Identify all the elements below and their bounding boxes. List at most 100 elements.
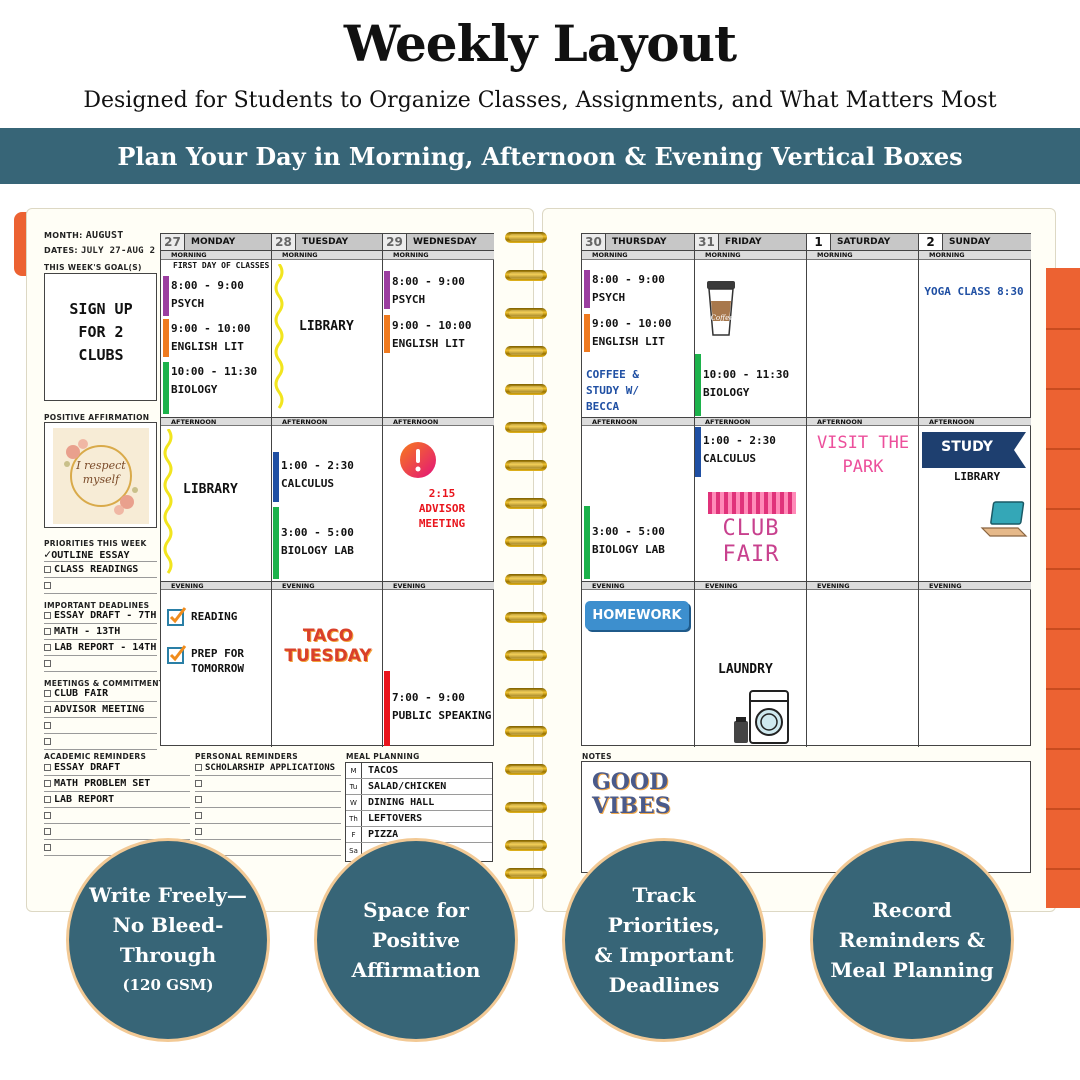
list-item: MATH - 13TH (44, 624, 157, 640)
checkbox-icon[interactable] (44, 581, 51, 589)
feature-text: (120 GSM) (122, 976, 214, 994)
class-color-bar (584, 314, 590, 352)
feature-text: No Bleed-Through (112, 913, 224, 967)
feature-text: Deadlines (608, 973, 720, 997)
checkbox-icon[interactable] (195, 811, 202, 819)
time-text: 1:00 - 2:30 (281, 459, 354, 472)
checkbox-icon[interactable] (195, 779, 202, 787)
checkbox-icon[interactable] (44, 795, 51, 803)
feature-text: Affirmation (351, 958, 481, 982)
class-color-bar (384, 671, 390, 746)
class-color-bar (384, 271, 390, 309)
day-name: SUNDAY (949, 237, 991, 247)
class-text: BIOLOGY (171, 383, 218, 396)
class-color-bar (163, 319, 169, 357)
reminder-text: LAB REPORT (54, 794, 115, 805)
day-name: SATURDAY (837, 237, 891, 247)
class-color-bar (695, 354, 701, 416)
class-color-bar (273, 507, 279, 579)
deadline-text: ESSAY DRAFT - 7TH (54, 610, 157, 621)
class-color-bar (695, 427, 701, 477)
time-text: 9:00 - 10:00 (392, 319, 472, 332)
meal-text: TACOS (368, 765, 399, 776)
deadline-text: MATH - 13TH (54, 626, 121, 637)
coffee-label: Coffee (710, 314, 734, 322)
reminder-text: ESSAY DRAFT (54, 762, 121, 773)
checkbox-icon[interactable] (44, 611, 51, 619)
class-text: BIOLOGY LAB (281, 544, 354, 557)
list-item: CLUB FAIR (44, 686, 157, 702)
checkbox-icon[interactable] (44, 627, 51, 635)
time-text: 10:00 - 11:30 (703, 368, 790, 381)
meal-day: Tu (346, 779, 362, 794)
page-title: Weekly Layout (343, 14, 737, 73)
checkbox-icon[interactable] (195, 827, 202, 835)
list-item: LAB REPORT (44, 792, 190, 808)
checkbox-icon[interactable] (195, 764, 202, 771)
band-evening: EVENING (582, 581, 695, 590)
time-text: 8:00 - 9:00 (392, 275, 465, 288)
checkbox-icon[interactable] (44, 811, 51, 819)
priority-text: CLASS READINGS (54, 564, 139, 575)
band-evening: EVENING (919, 581, 1031, 590)
checkbox-icon[interactable] (44, 689, 51, 697)
checkbox-icon[interactable] (44, 643, 51, 651)
list-item (44, 718, 157, 734)
time-text: 9:00 - 10:00 (592, 317, 672, 330)
day-name: THURSDAY (612, 237, 667, 247)
priorities-label: PRIORITIES THIS WEEK (44, 539, 147, 548)
list-item (195, 824, 341, 840)
goals-box: SIGN UP FOR 2 CLUBS (44, 273, 157, 401)
band-evening: EVENING (383, 581, 494, 590)
feature-circle-paper: Write Freely—No Bleed-Through(120 GSM) (66, 838, 270, 1042)
right-page-tabs (1046, 268, 1080, 908)
dates-label: DATES: (44, 246, 78, 255)
checkbox-icon[interactable] (44, 779, 51, 787)
list-item (44, 578, 157, 594)
deadlines-list: ESSAY DRAFT - 7TH MATH - 13TH LAB REPORT… (44, 608, 157, 672)
day-name: TUESDAY (302, 237, 349, 247)
goals-text: SIGN UP FOR 2 CLUBS (69, 300, 133, 364)
sunday-morning: YOGA CLASS 8:30 (924, 285, 1024, 298)
checkbox-icon[interactable] (44, 659, 51, 667)
club-fair-pattern (708, 492, 796, 514)
class-color-bar (384, 315, 390, 353)
checkbox-icon[interactable] (44, 763, 51, 771)
monday-e1: READING (191, 610, 238, 623)
checkbox-icon[interactable] (44, 737, 51, 745)
feature-text: Meal Planning (830, 958, 994, 982)
tuesday-morning: LIBRARY (299, 319, 354, 334)
class-color-bar (273, 452, 279, 502)
time-text: 3:00 - 5:00 (281, 526, 354, 539)
band-evening: EVENING (161, 581, 272, 590)
time-text: 10:00 - 11:30 (171, 365, 258, 378)
band-evening: EVENING (807, 581, 919, 590)
checkbox-icon[interactable] (44, 565, 51, 573)
day-number: 2 (919, 234, 943, 250)
list-item (195, 776, 341, 792)
meal-day: Th (346, 811, 362, 826)
table-row: M TACOS (346, 763, 492, 779)
squiggle-icon (274, 264, 284, 409)
checkbox-icon[interactable] (44, 827, 51, 835)
day-number: 30 (582, 234, 606, 250)
checkbox-icon[interactable] (195, 795, 202, 803)
list-item: ✓OUTLINE ESSAY (44, 546, 157, 562)
meal-day: M (346, 763, 362, 778)
feature-text: Space for (363, 898, 469, 922)
class-color-bar (163, 276, 169, 316)
time-text: 8:00 - 9:00 (171, 279, 244, 292)
checkbox-icon[interactable] (44, 721, 51, 729)
time-text: 8:00 - 9:00 (592, 273, 665, 286)
checkbox-icon[interactable] (44, 705, 51, 713)
checkbox-icon[interactable] (44, 843, 51, 851)
taco-tuesday-sticker: TACO TUESDAY (284, 626, 372, 666)
